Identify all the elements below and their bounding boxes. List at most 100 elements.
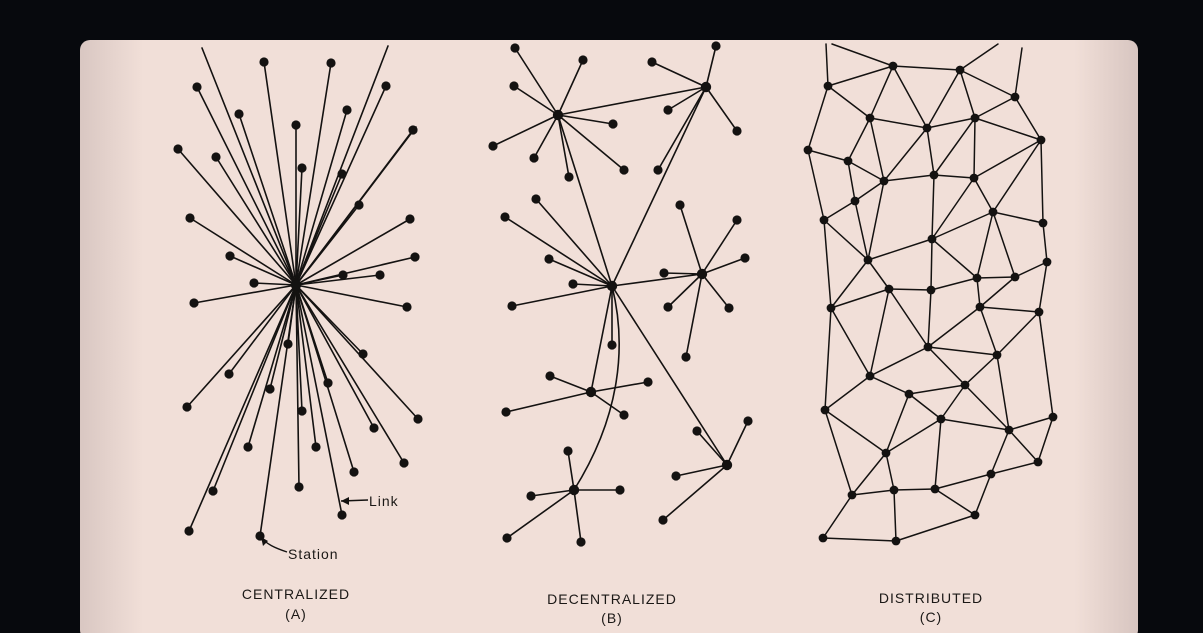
link-line: [869, 65, 894, 119]
station-node: [326, 58, 336, 68]
station-node: [724, 303, 734, 313]
station-node: [922, 123, 932, 133]
hub-link-line: [557, 114, 613, 287]
link-line: [295, 218, 411, 286]
link-line: [931, 211, 994, 240]
station-node: [675, 200, 685, 210]
decentralized-network: [488, 41, 753, 547]
link-line: [976, 211, 994, 279]
station-node: [291, 120, 301, 130]
station-node: [969, 173, 979, 183]
link-line: [530, 489, 575, 497]
link-line: [892, 65, 961, 71]
link-line: [263, 61, 297, 286]
station-node: [820, 405, 830, 415]
link-line: [964, 354, 998, 386]
link-line: [959, 69, 976, 119]
station-node: [234, 109, 244, 119]
link-line: [979, 306, 1040, 313]
station-node: [342, 105, 352, 115]
station-node: [375, 270, 385, 280]
station-node: [185, 213, 195, 223]
station-node: [564, 172, 574, 182]
station-node: [960, 380, 970, 390]
station-node: [294, 482, 304, 492]
link-line: [573, 489, 582, 543]
link-line: [1042, 222, 1048, 263]
link-line: [557, 114, 625, 171]
hub-link-line: [557, 86, 707, 116]
link-line: [186, 284, 297, 408]
station-node: [818, 533, 828, 543]
link-line: [295, 173, 343, 286]
station-node: [509, 81, 519, 91]
station-node: [173, 144, 183, 154]
station-label: Station: [288, 546, 339, 562]
station-node: [972, 273, 982, 283]
link-line: [883, 127, 928, 182]
link-line: [996, 354, 1010, 431]
station-node: [337, 510, 347, 520]
link-line: [1014, 261, 1048, 278]
link-line: [513, 85, 559, 116]
link-line: [959, 69, 1016, 98]
link-line: [934, 418, 942, 490]
station-node: [681, 352, 691, 362]
link-line: [295, 284, 375, 429]
link-line: [930, 238, 933, 291]
link-annotation: Link: [340, 493, 398, 509]
station-node: [297, 406, 307, 416]
station-node: [402, 302, 412, 312]
station-node: [507, 301, 517, 311]
link-line: [253, 282, 297, 286]
link-line: [930, 277, 978, 291]
station-node: [545, 371, 555, 381]
station-node: [992, 350, 1002, 360]
link-line: [247, 284, 297, 448]
link-line: [926, 117, 976, 129]
link-line: [295, 45, 389, 286]
link-line: [973, 139, 1042, 179]
link-line: [667, 86, 707, 111]
link-line: [504, 216, 613, 287]
link-line: [979, 306, 998, 356]
station-node: [927, 234, 937, 244]
link-line: [824, 409, 887, 454]
station-node: [711, 41, 721, 51]
link-line: [492, 114, 559, 147]
link-line: [847, 117, 871, 162]
link-line: [295, 256, 416, 286]
link-line: [893, 488, 936, 491]
link-line: [1038, 261, 1048, 313]
station-node: [740, 253, 750, 263]
link-line: [990, 461, 1039, 475]
link-line: [934, 488, 976, 516]
link-line: [888, 288, 932, 291]
station-node: [663, 302, 673, 312]
link-line: [830, 288, 890, 309]
decentralized-letter: (B): [601, 610, 623, 626]
station-node: [501, 407, 511, 417]
link-line: [1038, 311, 1054, 418]
link-line: [696, 430, 728, 466]
link-line: [1014, 47, 1023, 98]
station-node: [881, 448, 891, 458]
link-line: [830, 307, 871, 377]
link-line: [934, 473, 992, 490]
station-node: [936, 414, 946, 424]
link-line: [851, 452, 887, 496]
station-node: [410, 252, 420, 262]
link-line: [827, 85, 871, 119]
station-node: [988, 207, 998, 217]
station-node: [510, 43, 520, 53]
station-node: [184, 526, 194, 536]
link-line: [506, 489, 575, 539]
link-line: [295, 284, 419, 420]
hub-node: [606, 280, 618, 292]
link-line: [933, 174, 975, 179]
hub-node: [721, 459, 733, 471]
link-line: [295, 274, 381, 286]
link-line: [888, 288, 929, 348]
link-line: [851, 489, 895, 496]
station-node: [986, 469, 996, 479]
